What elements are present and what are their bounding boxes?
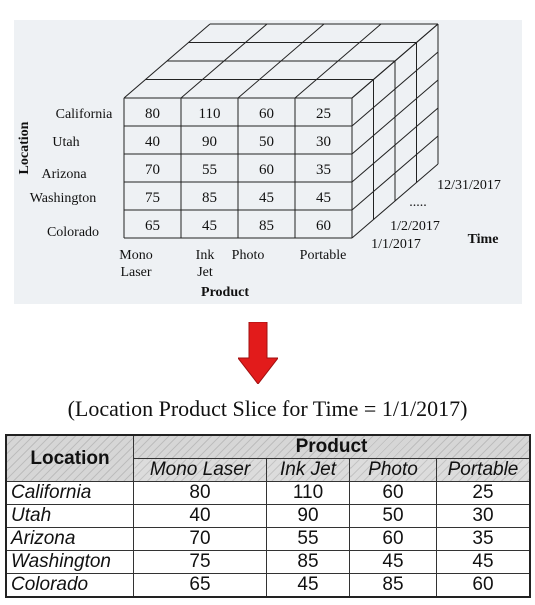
header-product: Product: [133, 434, 531, 459]
product-label: Ink: [196, 248, 215, 263]
time-axis-title: Time: [468, 232, 499, 247]
arrow-shape: [238, 322, 278, 384]
cube-cell-value: 85: [259, 218, 274, 234]
cube-grid-lines: [123, 23, 439, 239]
table-row: Arizona 70 55 60 35: [5, 527, 531, 551]
cube-right-row-line: [351, 107, 439, 183]
cube-labels: CaliforniaUtahArizonaWashingtonColoradoM…: [17, 107, 501, 300]
location-label: Washington: [30, 191, 97, 206]
cube-cell-value: 55: [202, 162, 217, 178]
cell-value: 50: [349, 504, 437, 528]
cube-right-row-line: [351, 163, 439, 239]
table-row: Utah 40 90 50 30: [5, 504, 531, 528]
cube-top-col-line: [123, 23, 211, 99]
product-label: Portable: [300, 248, 347, 263]
row-location: Arizona: [5, 527, 134, 551]
cell-value: 30: [436, 504, 531, 528]
table-subheader-row: Mono Laser Ink Jet Photo Portable: [6, 458, 531, 482]
cube-cell-value: 35: [316, 162, 331, 178]
cell-value: 45: [349, 550, 437, 574]
location-label: Utah: [52, 135, 79, 150]
table-row: Colorado 65 45 85 60: [5, 573, 531, 598]
product-label: Photo: [232, 248, 265, 263]
cube-cell-value: 60: [259, 106, 274, 122]
cube-svg: 80 110 60 25 40 90 50 30 70 55 60 35 75 85 45 45 65 45 85 6…: [17, 23, 501, 300]
cube-top-col-line: [237, 23, 325, 99]
cell-value: 45: [436, 550, 531, 574]
data-cube-diagram: 80 110 60 25 40 90 50 30 70 55 60 35 75 85 45 45 65 45 85 6…: [14, 20, 522, 304]
time-label: .....: [409, 195, 427, 210]
cube-cell-value: 60: [316, 218, 331, 234]
cube-cell-value: 40: [145, 134, 160, 150]
cell-value: 85: [349, 573, 437, 598]
cube-cell-value: 85: [202, 190, 217, 206]
header-location: Location: [5, 434, 134, 482]
row-location: Colorado: [5, 573, 134, 598]
column-mono-laser: Mono Laser: [133, 458, 267, 482]
time-label: 1/1/2017: [371, 237, 421, 252]
row-location: California: [5, 481, 134, 505]
cell-value: 65: [133, 573, 267, 598]
cell-value: 45: [266, 573, 350, 598]
cube-cell-value: 45: [316, 190, 331, 206]
location-label: Arizona: [41, 167, 87, 182]
cube-cell-value: 25: [316, 106, 331, 122]
table-row: California 80 110 60 25: [5, 481, 531, 505]
product-label: Laser: [120, 265, 151, 280]
time-label: 12/31/2017: [437, 178, 501, 193]
product-label: Jet: [197, 265, 213, 280]
location-axis-title: Location: [17, 121, 32, 174]
cell-value: 55: [266, 527, 350, 551]
cube-cell-value: 50: [259, 134, 274, 150]
cell-value: 110: [266, 481, 350, 505]
cell-value: 70: [133, 527, 267, 551]
cell-value: 80: [133, 481, 267, 505]
column-photo: Photo: [349, 458, 437, 482]
cell-value: 85: [266, 550, 350, 574]
cube-right-row-line: [351, 79, 439, 155]
cube-right-row-line: [351, 23, 439, 99]
row-location: Utah: [5, 504, 134, 528]
cube-cell-value: 80: [145, 106, 160, 122]
cube-cell-value: 30: [316, 134, 331, 150]
table-row: Washington 75 85 45 45: [5, 550, 531, 574]
cube-cell-value: 60: [259, 162, 274, 178]
cube-cell-value: 90: [202, 134, 217, 150]
cube-top-col-line: [180, 23, 268, 99]
cell-value: 25: [436, 481, 531, 505]
cell-value: 40: [133, 504, 267, 528]
cube-cell-values: 80 110 60 25 40 90 50 30 70 55 60 35 75 85 45 45 65 45 85 6…: [145, 106, 331, 234]
row-location: Washington: [5, 550, 134, 574]
cell-value: 60: [349, 481, 437, 505]
cube-cell-value: 110: [199, 106, 221, 122]
product-label: Mono: [119, 248, 152, 263]
cell-value: 90: [266, 504, 350, 528]
location-label: California: [56, 107, 114, 122]
slice-caption: (Location Product Slice for Time = 1/1/2…: [67, 396, 468, 421]
cube-right-row-line: [351, 135, 439, 211]
cell-value: 75: [133, 550, 267, 574]
slice-table: Location Product Mono Laser Ink Jet Phot…: [5, 434, 531, 598]
cube-cell-value: 45: [259, 190, 274, 206]
cell-value: 35: [436, 527, 531, 551]
cube-cell-value: 70: [145, 162, 160, 178]
cube-cell-value: 45: [202, 218, 217, 234]
time-label: 1/2/2017: [390, 219, 440, 234]
cube-top-col-line: [294, 23, 382, 99]
column-ink-jet: Ink Jet: [266, 458, 350, 482]
down-arrow-icon: [238, 322, 278, 384]
cell-value: 60: [349, 527, 437, 551]
column-portable: Portable: [436, 458, 531, 482]
cell-value: 60: [436, 573, 531, 598]
product-axis-title: Product: [201, 285, 249, 300]
cube-cell-value: 65: [145, 218, 160, 234]
cube-right-row-line: [351, 51, 439, 127]
table-header-row: Location Product: [5, 434, 531, 482]
cube-cell-value: 75: [145, 190, 160, 206]
location-label: Colorado: [47, 225, 99, 240]
